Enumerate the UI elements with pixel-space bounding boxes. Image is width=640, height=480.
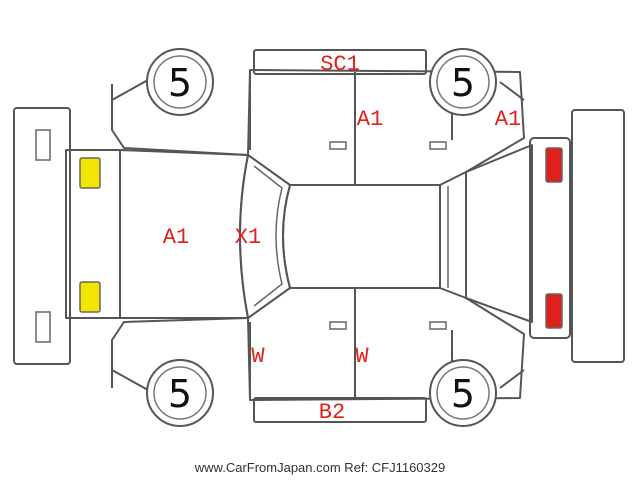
tire-bottom-right-label: 5 <box>451 372 475 416</box>
rear-window <box>439 171 467 299</box>
footer-reference: www.CarFromJapan.com Ref: CFJ1160329 <box>194 460 445 475</box>
front-lamp-bottom <box>79 281 101 313</box>
roof-rail-top <box>253 49 427 75</box>
damage-codes: SC1 A1 A1 A1 X1 W W B2 <box>163 52 521 425</box>
tire-top-right-label: 5 <box>451 61 475 105</box>
code-hood: A1 <box>163 225 189 250</box>
rear-lamp-housing <box>529 137 571 339</box>
tire-bottom-right: 5 <box>429 359 497 427</box>
tire-top-left: 5 <box>146 48 214 116</box>
front-lamp-top <box>79 157 101 189</box>
code-top-door: A1 <box>357 107 383 132</box>
rocker-panel-bottom <box>253 397 427 423</box>
code-roof-top: SC1 <box>320 52 360 77</box>
tire-bottom-left-label: 5 <box>168 372 192 416</box>
tire-top-left-label: 5 <box>168 61 192 105</box>
rear-lamp-top <box>545 147 563 183</box>
front-bumper <box>13 107 71 365</box>
tailgate <box>465 144 533 323</box>
code-windshield: X1 <box>235 225 261 250</box>
roof <box>282 184 441 289</box>
rear-lamp-bottom <box>545 293 563 329</box>
tire-top-right: 5 <box>429 48 497 116</box>
rear-bumper <box>571 109 625 363</box>
code-bottom-door-rear: W <box>355 344 369 369</box>
code-bottom-door-front: W <box>251 344 265 369</box>
tire-bottom-left: 5 <box>146 359 214 427</box>
bottom-side-panel <box>111 288 525 401</box>
code-rocker-bottom: B2 <box>319 400 345 425</box>
code-top-right-fender: A1 <box>495 107 521 132</box>
